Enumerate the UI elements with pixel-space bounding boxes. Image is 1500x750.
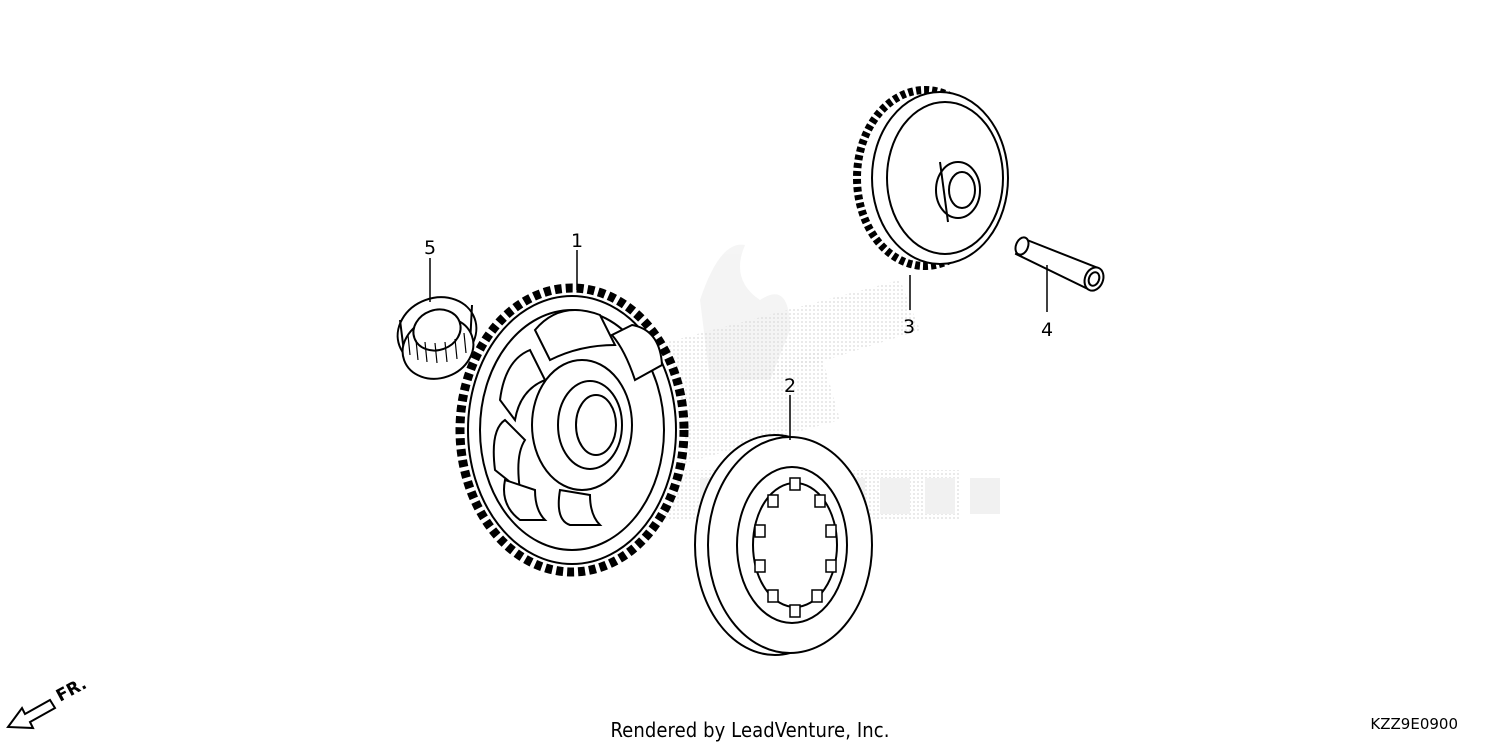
callout-5: 5 — [424, 237, 436, 259]
part-2-one-way-clutch — [694, 434, 873, 656]
callout-1: 1 — [571, 230, 583, 252]
part-4-idle-gear-shaft — [1014, 236, 1105, 292]
part-5-needle-bearing — [396, 296, 478, 380]
diagram-code: KZZ9E0900 — [1370, 715, 1458, 733]
part-1-starter-driven-gear — [455, 283, 689, 577]
footer-credit: Rendered by LeadVenture, Inc. — [610, 718, 890, 742]
callout-4: 4 — [1041, 319, 1053, 341]
callout-2: 2 — [784, 375, 796, 397]
front-label: FR. — [53, 674, 90, 706]
callout-3: 3 — [903, 316, 915, 338]
part-3-idle-gear — [853, 86, 1009, 270]
leader-lines — [429, 250, 1048, 440]
front-arrow-icon — [6, 698, 57, 730]
